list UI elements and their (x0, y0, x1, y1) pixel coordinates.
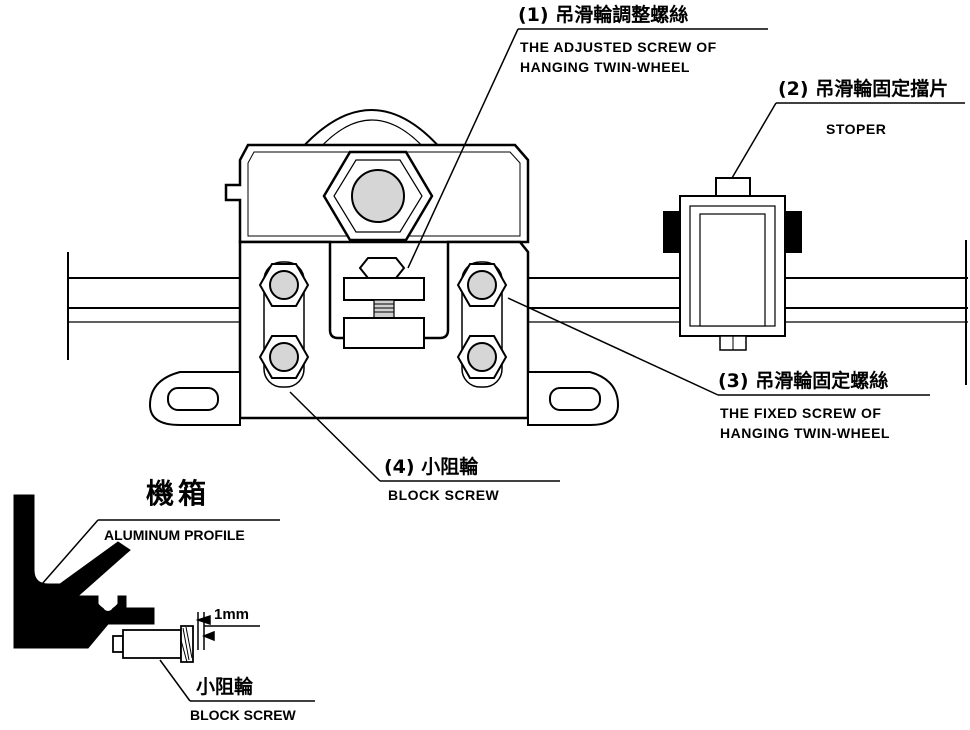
callout-2-en: STOPER (826, 121, 887, 137)
adjusting-screw (343, 257, 425, 349)
gap-label: 1mm (214, 606, 250, 623)
bracket (238, 240, 530, 420)
callout-2-cn: (2) 吊滑輪固定擋片 (778, 78, 949, 100)
foot-left (148, 371, 241, 426)
callout-3-en-line2: HANGING TWIN-WHEEL (720, 425, 890, 441)
callout-3-en-line1: THE FIXED SCREW OF (720, 405, 882, 421)
fixed-screws (258, 263, 508, 379)
detail-block-screw (112, 625, 194, 663)
callout-4-en: BLOCK SCREW (388, 487, 500, 503)
foot-right (527, 371, 620, 426)
callout-1-en-line1: THE ADJUSTED SCREW OF (520, 39, 717, 55)
detail-screw-en: BLOCK SCREW (190, 707, 296, 723)
detail-screw-cn: 小阻輪 (196, 676, 254, 698)
callout-4-cn: (4) 小阻輪 (384, 456, 479, 478)
callout-1-cn: (1) 吊滑輪調整螺絲 (518, 4, 689, 26)
callout-1-en-line2: HANGING TWIN-WHEEL (520, 59, 690, 75)
leader-lines (289, 28, 965, 482)
wheel-top (299, 109, 443, 151)
aluminum-profile (13, 494, 155, 649)
aluminum-profile-label: ALUMINUM PROFILE (104, 527, 245, 543)
gap-dimension (195, 612, 260, 650)
stopper (663, 177, 802, 351)
detail-leaders (41, 519, 315, 702)
callout-3-cn: (3) 吊滑輪固定螺絲 (718, 370, 889, 392)
detail-title: 機箱 (146, 477, 211, 510)
